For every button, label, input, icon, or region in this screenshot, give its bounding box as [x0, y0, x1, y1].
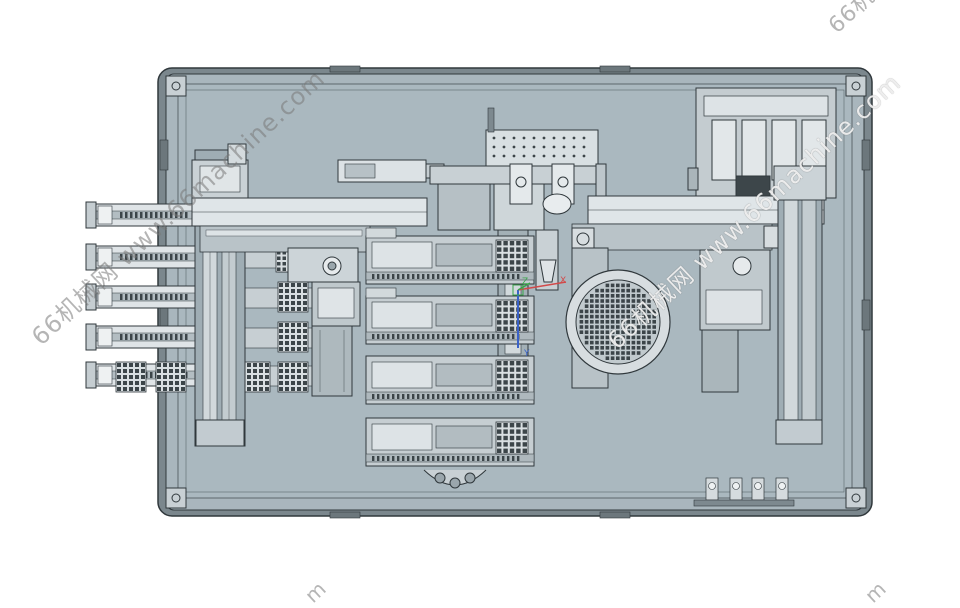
center-tray: [365, 227, 535, 285]
connector: [705, 477, 719, 501]
z-axis-label: Z: [522, 277, 528, 287]
center-tray: [365, 355, 535, 405]
right-mechanism: [565, 87, 837, 507]
center-tray: [365, 417, 535, 467]
feeder-row: [85, 281, 316, 313]
feeder-row: [85, 321, 316, 353]
left-tray-feeders: [85, 201, 316, 393]
x-axis-label: X: [560, 276, 566, 286]
feeder-row: [85, 361, 316, 393]
connector: [729, 477, 743, 501]
connector: [751, 477, 765, 501]
y-axis-label: Y: [523, 349, 530, 359]
axis-triad: X Y Z: [512, 276, 566, 359]
center-tray: [365, 287, 535, 345]
left-gantry: [191, 143, 428, 447]
connector: [775, 477, 789, 501]
